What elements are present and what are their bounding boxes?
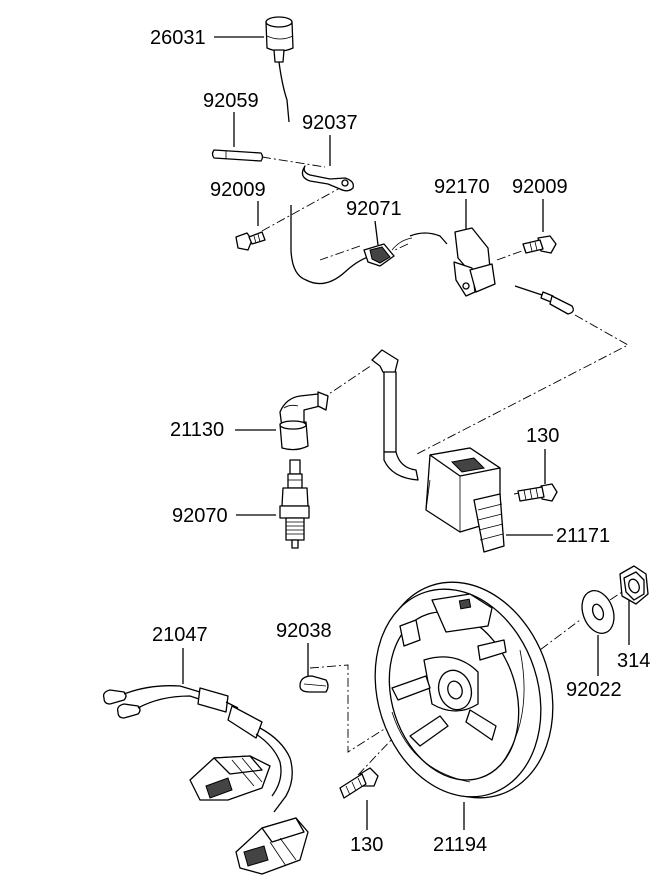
lead-wire [409,232,448,245]
high-tension-wire [278,61,290,123]
cap-26031 [265,16,294,63]
label-21130: 21130 [170,419,224,441]
nut-314 [619,565,649,605]
bolt-130-bottom [339,767,379,799]
plug-cap-21130 [279,391,329,451]
label-26031: 26031 [150,27,206,49]
label-21171: 21171 [556,525,610,547]
label-92009-left: 92009 [210,179,266,201]
ignition-coil-21171 [371,349,505,553]
label-92009-right: 92009 [512,176,568,198]
label-92071: 92071 [346,198,402,220]
spark-plug-92070 [279,459,310,549]
label-92170: 92170 [434,176,490,198]
wire-lower [290,205,376,285]
label-21194: 21194 [433,834,487,856]
bolt-130-top [517,483,558,502]
pin-92059 [211,149,264,162]
label-130-top: 130 [526,425,559,447]
key-92038 [299,675,329,693]
label-92059: 92059 [203,90,259,112]
leader-lines [182,36,630,830]
label-130-bottom: 130 [350,834,383,856]
label-314: 314 [617,650,650,672]
label-92022: 92022 [566,679,622,701]
label-21047: 21047 [152,624,208,646]
wiring-harness-21047 [102,685,309,875]
bolt-92009-right [522,235,557,254]
label-92070: 92070 [172,505,228,527]
terminal-92037 [301,165,354,192]
bracket-92170 [453,227,496,297]
washer-92022 [581,590,615,634]
flywheel-21194 [374,581,554,799]
label-92038: 92038 [276,620,332,642]
bolt-92009-left [235,231,266,251]
connector-92071 [363,237,413,267]
label-92037: 92037 [302,112,358,134]
lead-end-terminal [514,285,574,315]
